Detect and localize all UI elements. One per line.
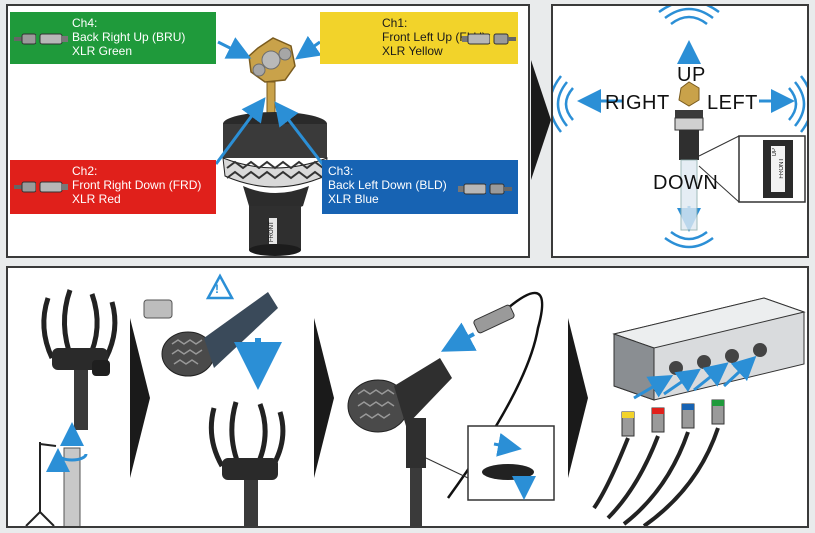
ch1-cable: XLR Yellow	[382, 44, 443, 58]
channel-pointer-arrows	[214, 35, 326, 167]
ch3-arrow	[274, 101, 326, 167]
xlr-connector-icon	[462, 33, 516, 45]
orientation-diagram	[553, 6, 807, 249]
ch1-title: Ch1:	[382, 16, 408, 30]
step-chevron-icon	[130, 318, 150, 478]
ch2-arrow	[214, 97, 266, 165]
orientation-detail-callout	[698, 135, 806, 203]
direction-up-label: UP	[677, 64, 706, 86]
warning-symbol: !	[215, 282, 219, 296]
xlr-connector-icon	[458, 183, 512, 195]
ch4-cable: XLR Green	[72, 44, 133, 58]
ch3-cable: XLR Blue	[328, 192, 379, 206]
ch2-title: Ch2:	[72, 164, 98, 178]
detail-front-label: FRONT	[779, 158, 785, 179]
mic-small-illustration	[674, 81, 704, 231]
cable-clip-detail	[467, 425, 555, 501]
ch1-description: Front Left Up (FLU)	[382, 30, 487, 44]
orientation-panel: UP RIGHT LEFT DOWN UP FRONT	[551, 4, 809, 258]
mic-capsule-head	[248, 37, 296, 117]
step-chevron-icon	[568, 318, 588, 478]
setup-steps-panel: !	[6, 266, 809, 528]
ch2-description: Front Right Down (FRD)	[72, 178, 202, 192]
step-chevron-icon	[314, 318, 334, 478]
ch4-description: Back Right Up (BRU)	[72, 30, 186, 44]
ch4-arrow	[217, 37, 252, 59]
step3-connect-cable	[347, 291, 555, 526]
step4-audio-interface	[592, 297, 806, 526]
ch1-arrow	[295, 35, 322, 60]
step1-shockmount-on-stand	[25, 289, 118, 526]
direction-down-label: DOWN	[653, 172, 719, 194]
mic-front-label: FRONT	[269, 221, 275, 242]
step2-insert-mic	[143, 273, 286, 526]
ch3-title: Ch3:	[328, 164, 354, 178]
ch3-description: Back Left Down (BLD)	[328, 178, 447, 192]
direction-right-label: RIGHT	[605, 92, 670, 114]
manual-icon	[143, 299, 173, 319]
direction-left-label: LEFT	[707, 92, 758, 114]
channel-assignment-panel: FRONT Ch4: Back Right Up (BRU) XLR Green…	[6, 4, 530, 258]
step-chevron-icon	[531, 60, 551, 180]
setup-steps-illustration	[25, 273, 806, 526]
warning-icon	[205, 273, 235, 300]
detail-up-label: UP	[772, 148, 778, 157]
ch4-title: Ch4:	[72, 16, 98, 30]
xlr-connector-icon	[14, 33, 68, 45]
xlr-connector-icon	[14, 181, 68, 193]
ch2-cable: XLR Red	[72, 192, 121, 206]
